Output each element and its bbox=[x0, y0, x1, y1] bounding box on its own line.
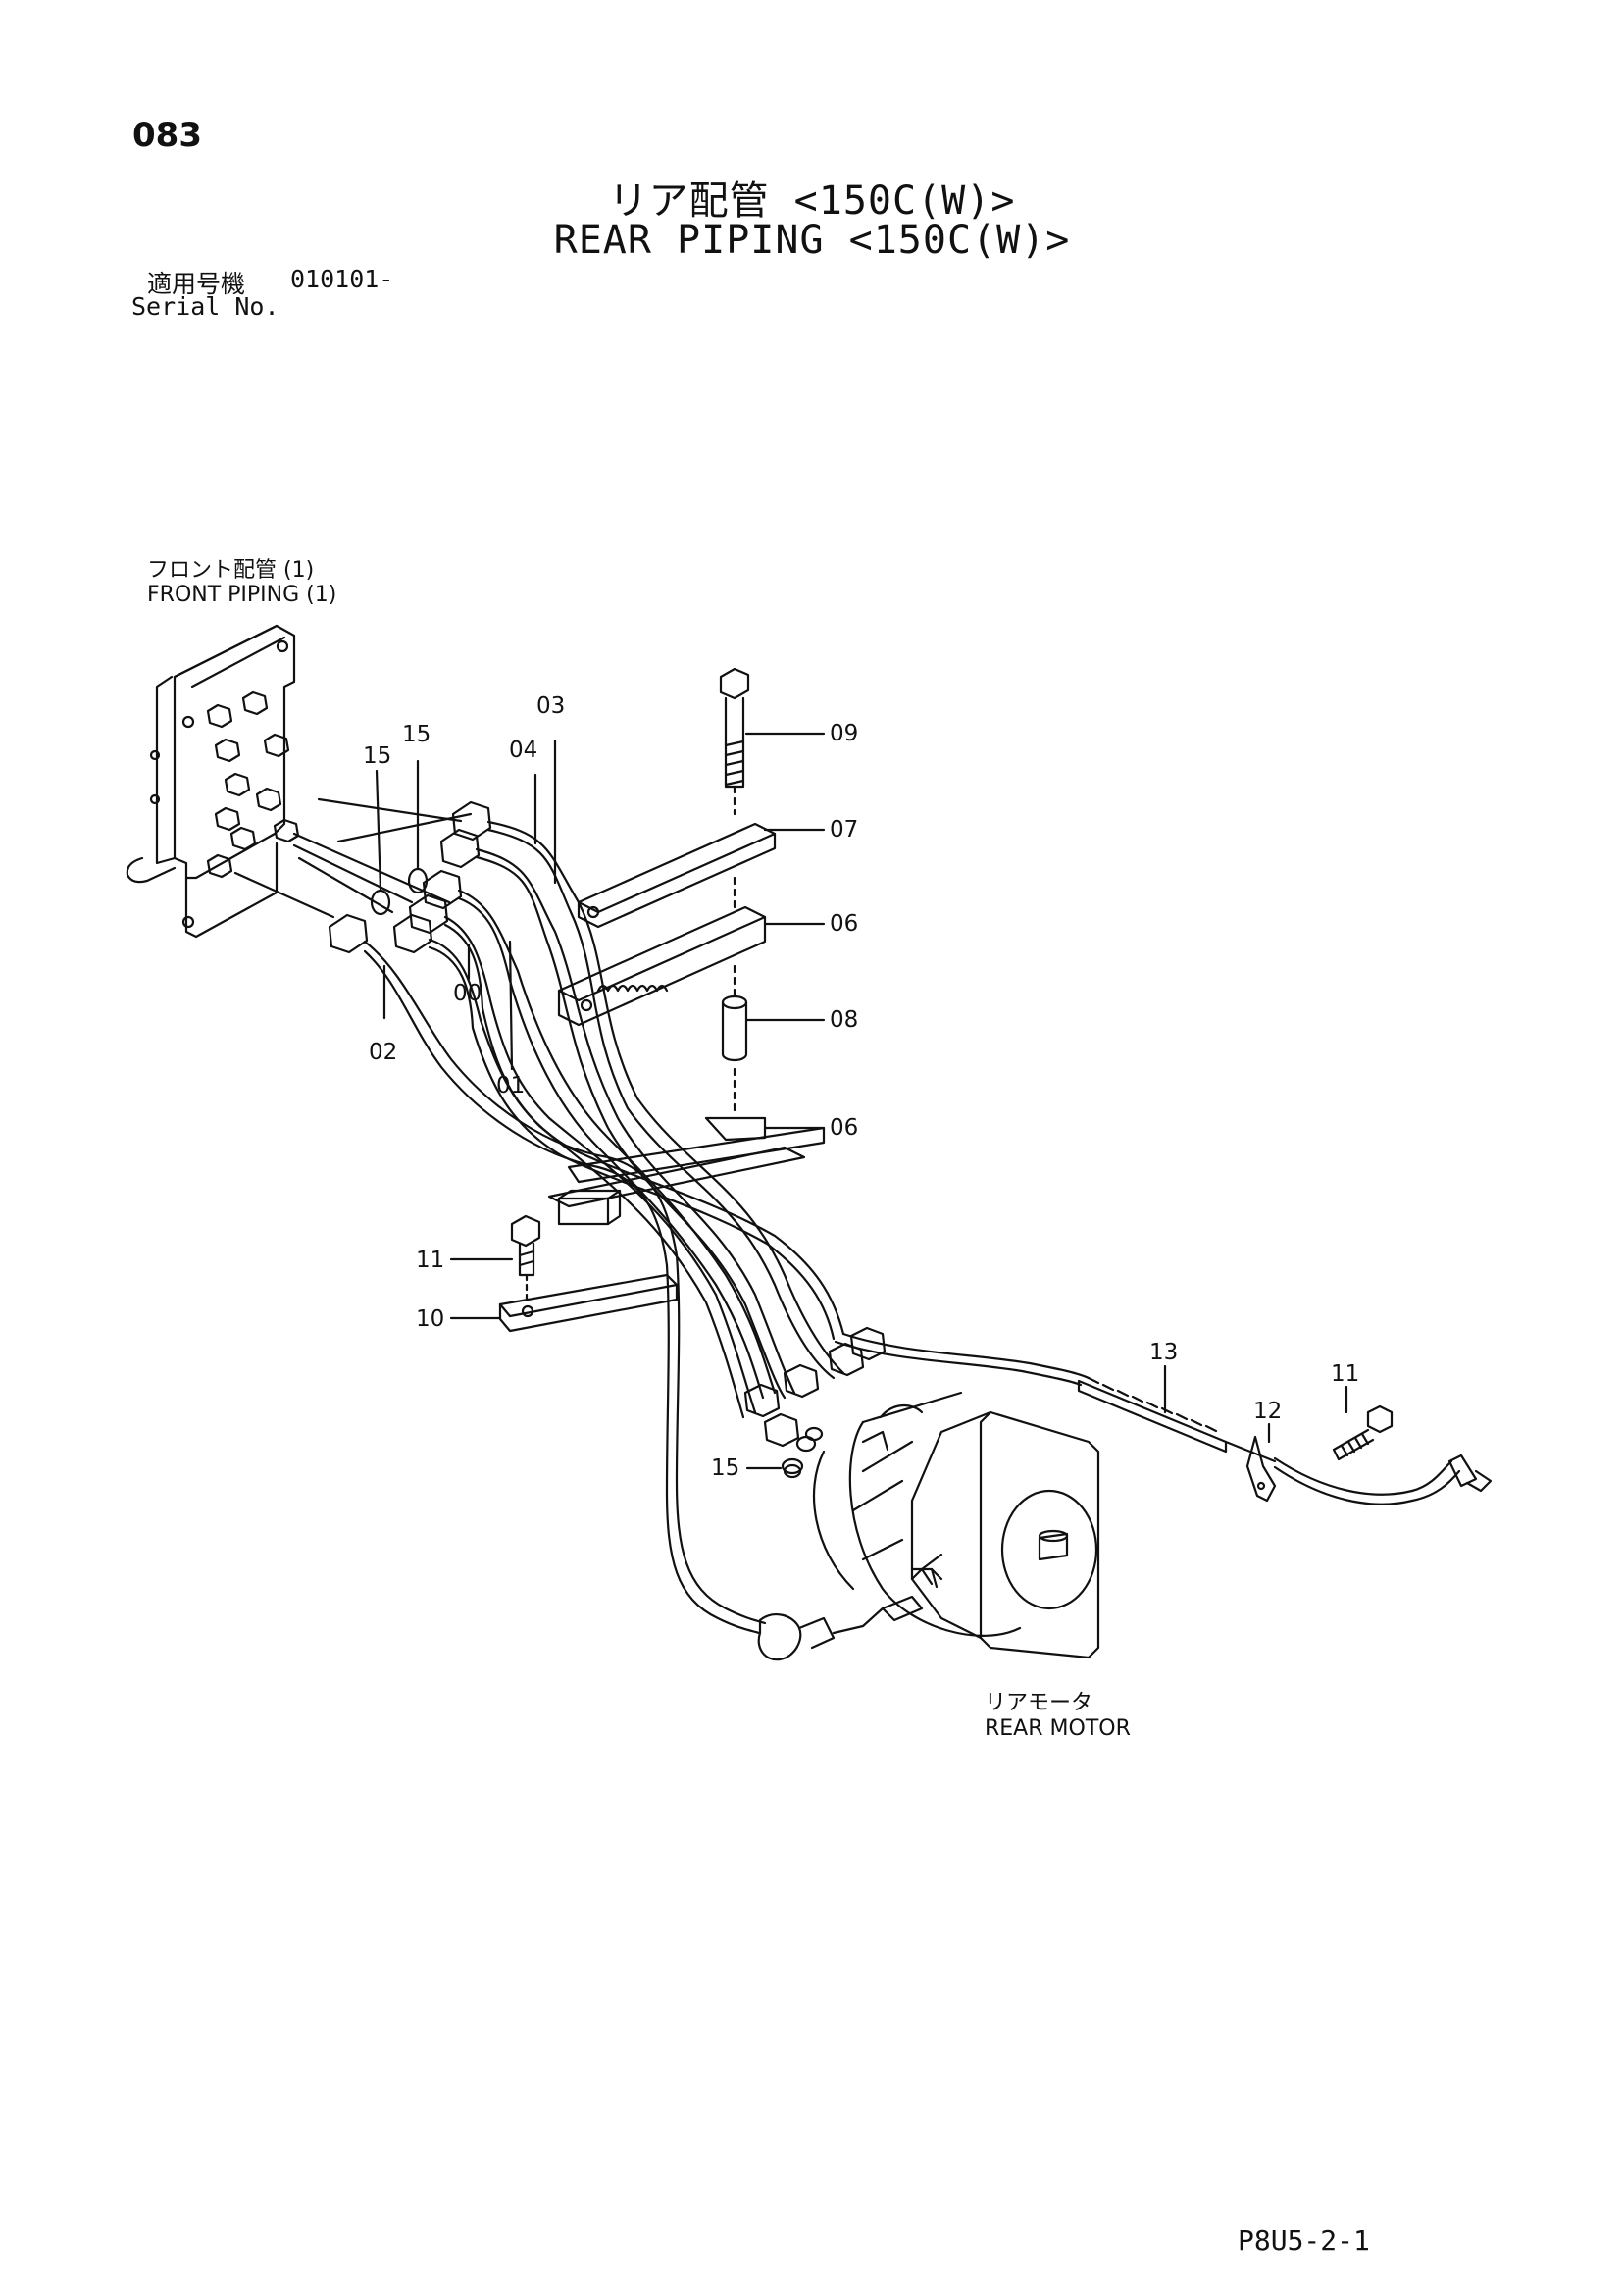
callout-00: 00 bbox=[453, 981, 482, 1006]
pilot-hose-13 bbox=[834, 1332, 1493, 1505]
callout-15-upper-right: 15 bbox=[402, 722, 431, 747]
document-code: P8U5-2-1 bbox=[1238, 2224, 1370, 2257]
bolt-11-left bbox=[510, 1214, 541, 1306]
callout-01: 01 bbox=[496, 1073, 526, 1098]
callout-15-upper-left: 15 bbox=[363, 743, 392, 769]
page-number: 083 bbox=[132, 116, 202, 155]
bolt-09 bbox=[719, 667, 750, 816]
bracket-plates bbox=[498, 822, 826, 1333]
callout-13: 13 bbox=[1149, 1340, 1179, 1365]
serial-label-english: Serial No. bbox=[131, 292, 279, 321]
callout-09: 09 bbox=[830, 721, 859, 746]
callout-06-lower: 06 bbox=[830, 1115, 859, 1141]
front-piping-label-jp: フロント配管 (1) bbox=[147, 558, 315, 583]
callout-15-motor: 15 bbox=[711, 1455, 740, 1481]
callout-10: 10 bbox=[416, 1306, 445, 1332]
callout-04: 04 bbox=[509, 738, 538, 763]
rear-motor-label-jp: リアモータ bbox=[985, 1691, 1093, 1715]
callout-08: 08 bbox=[830, 1007, 859, 1033]
callout-11-right: 11 bbox=[1331, 1361, 1360, 1387]
serial-label-japanese: 適用号機 bbox=[147, 270, 246, 298]
callout-11-left: 11 bbox=[416, 1248, 445, 1273]
callout-12: 12 bbox=[1253, 1399, 1283, 1424]
callout-02: 02 bbox=[369, 1040, 398, 1065]
rear-motor-label-en: REAR MOTOR bbox=[985, 1716, 1131, 1741]
hose-bundle bbox=[363, 820, 845, 1635]
title-english: REAR PIPING <150C(W)> bbox=[553, 218, 1071, 263]
front-piping-block bbox=[126, 624, 300, 939]
bolt-11-right bbox=[1332, 1404, 1394, 1461]
front-piping-label-en: FRONT PIPING (1) bbox=[147, 583, 337, 607]
motor-elbow-fitting bbox=[757, 1595, 924, 1661]
callout-03: 03 bbox=[536, 693, 566, 719]
callout-06-upper: 06 bbox=[830, 911, 859, 937]
serial-value: 010101- bbox=[290, 265, 394, 293]
rear-motor bbox=[812, 1391, 1100, 1659]
title-japanese: リア配管 <150C(W)> bbox=[608, 179, 1016, 224]
callout-07: 07 bbox=[830, 817, 859, 842]
